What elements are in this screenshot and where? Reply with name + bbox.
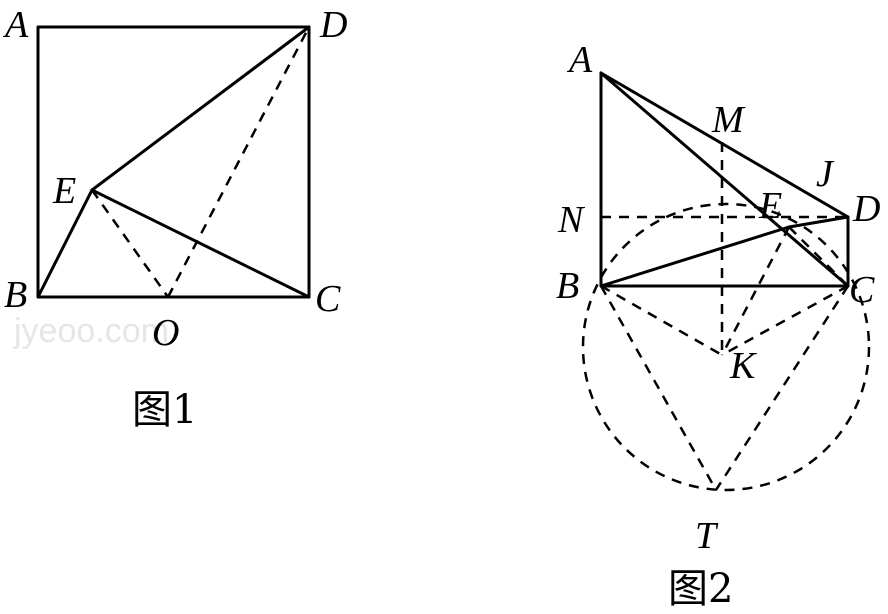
dashed-od: [166, 26, 311, 298]
figure-2: A M J E D N B C K T 图2: [556, 39, 880, 612]
label-m2: M: [711, 99, 746, 141]
label-c2: C: [849, 269, 875, 311]
segment-be: [599, 225, 791, 288]
circle-k: [581, 202, 871, 492]
label-c1: C: [315, 278, 341, 320]
segment-ed: [787, 215, 850, 229]
segment-be: [36, 188, 94, 299]
label-e2: E: [758, 185, 782, 227]
dashed-ck: [721, 284, 849, 357]
caption-figure-1: 图1: [132, 387, 197, 433]
figure-1: A D E B C O 图1: [2, 4, 347, 433]
segment-ad: [599, 71, 850, 219]
label-j2: J: [816, 153, 835, 195]
square-abcd: [36, 25, 311, 299]
watermark: jyeoo.com: [13, 312, 169, 350]
caption-figure-2: 图2: [668, 566, 733, 612]
label-e1: E: [52, 170, 76, 212]
label-n2: N: [557, 199, 586, 241]
dashed-ek: [720, 226, 791, 356]
dashed-ec: [788, 226, 849, 287]
dashed-ct: [714, 285, 850, 491]
dashed-bt: [599, 285, 718, 491]
label-b1: B: [4, 274, 27, 316]
label-t2: T: [695, 515, 719, 557]
label-d2: D: [852, 188, 880, 230]
label-b2: B: [556, 265, 579, 307]
segment-ac: [599, 71, 850, 288]
label-a2: A: [566, 39, 593, 81]
label-o1: O: [152, 312, 179, 354]
dashed-bk: [600, 284, 723, 357]
label-a1: A: [2, 4, 29, 46]
label-d1: D: [319, 4, 347, 46]
dashed-eo: [90, 189, 170, 298]
label-k2: K: [729, 345, 757, 387]
segment-ed: [90, 25, 311, 192]
segment-ec: [90, 188, 311, 299]
